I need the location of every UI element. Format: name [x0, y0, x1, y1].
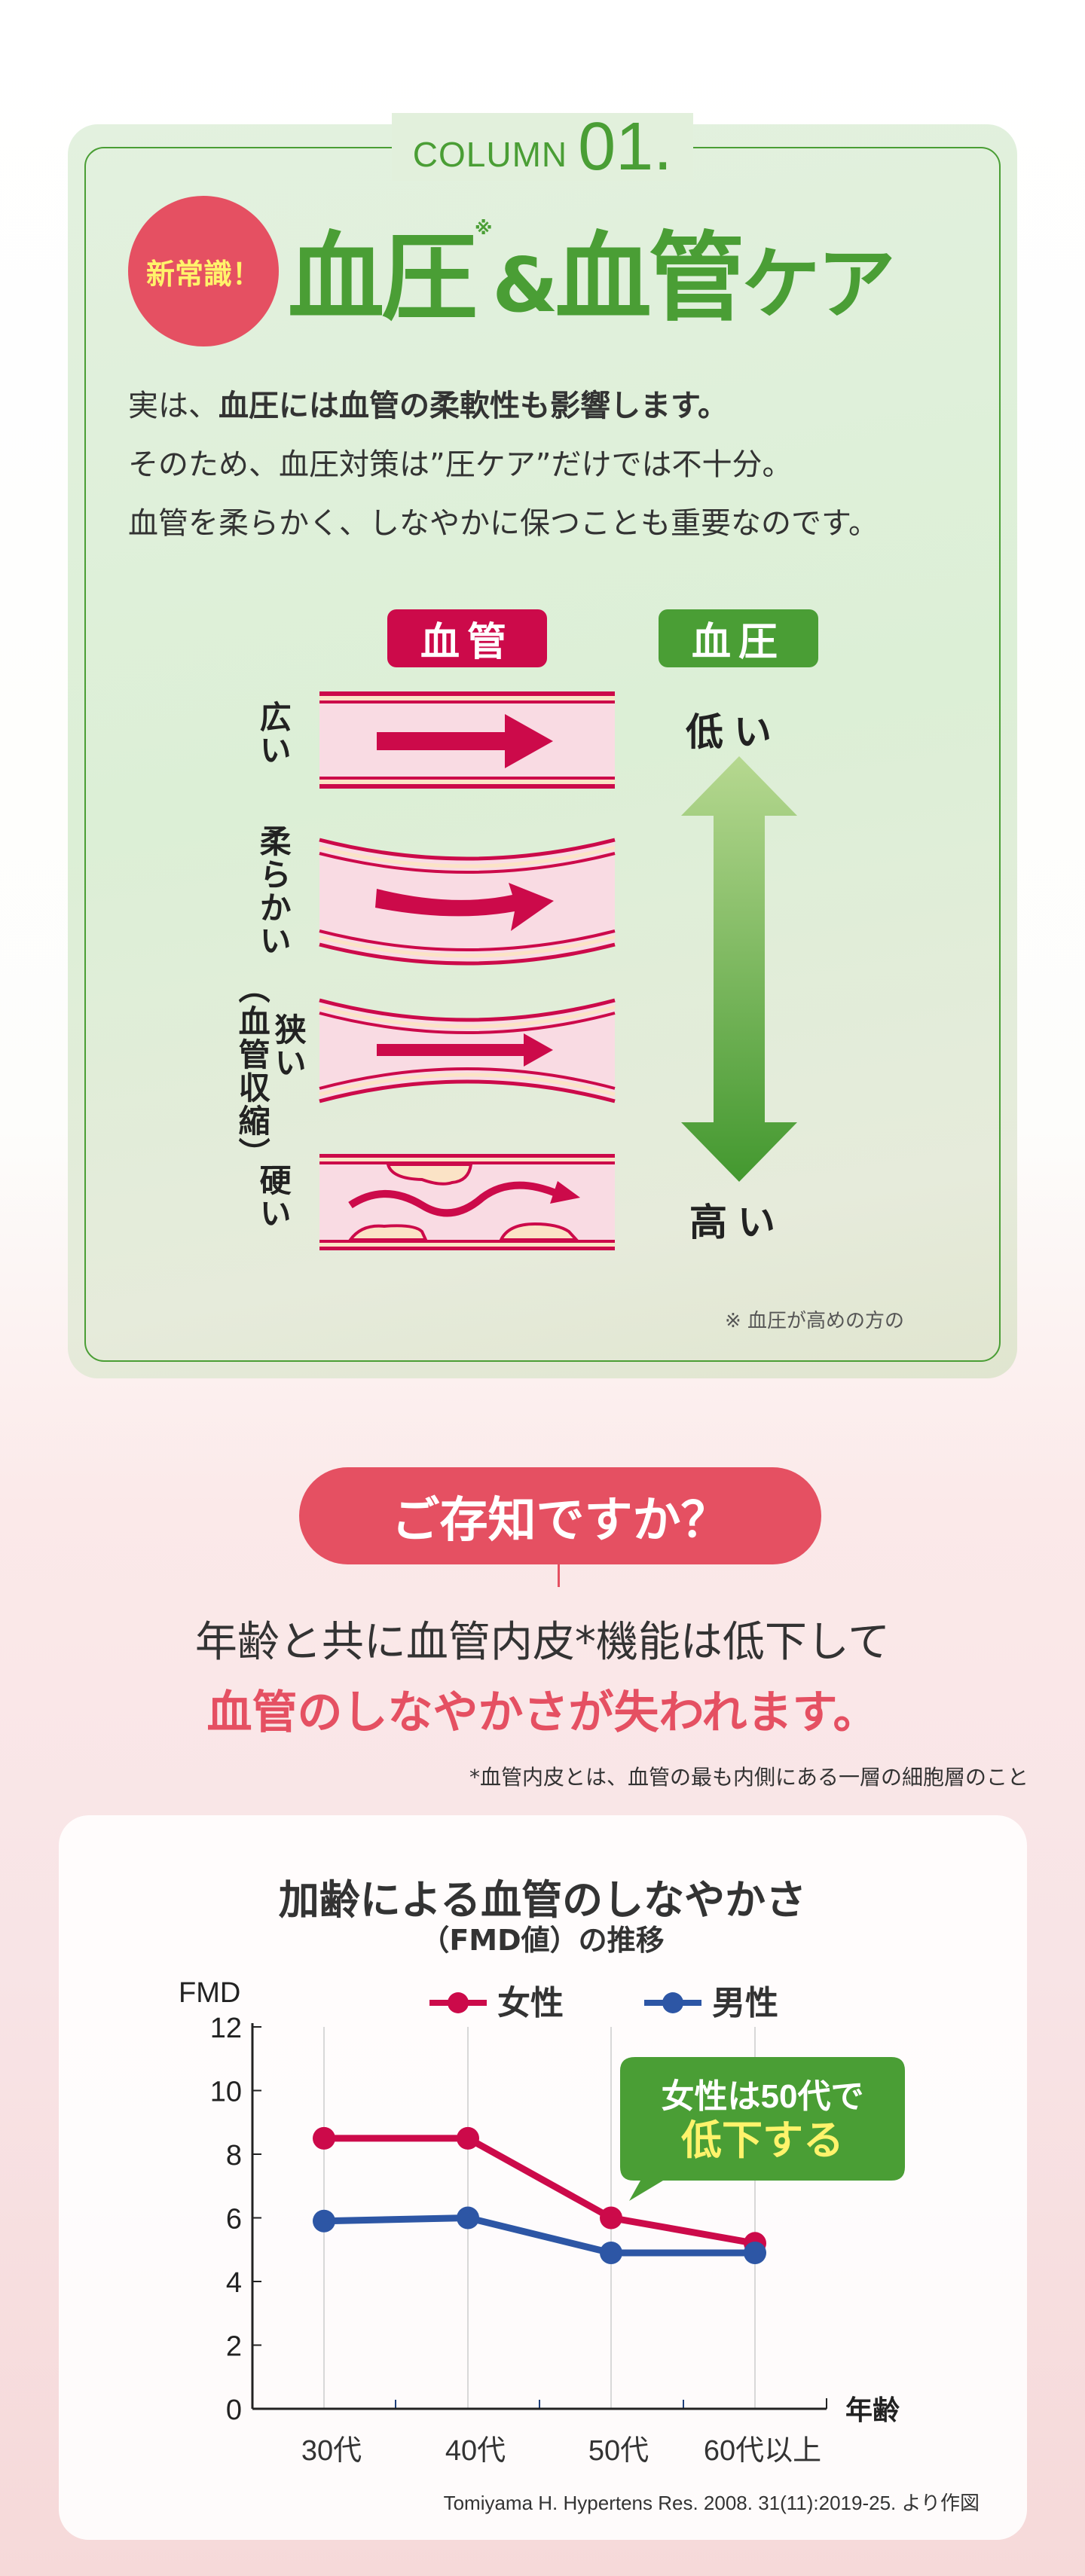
series-line: [324, 2135, 756, 2247]
x-tick-label: 30代: [301, 2435, 362, 2467]
new-common-sense-badge: 新常識！: [128, 196, 279, 346]
x-tick-label: 40代: [445, 2435, 506, 2467]
title-part-vessel: 血管: [555, 222, 745, 334]
legend-marker: [662, 1992, 683, 2013]
y-axis-label: FMD: [179, 1977, 240, 2009]
plaque-icon: [347, 1224, 429, 1241]
series-line: [323, 2214, 755, 2257]
plaque-icon: [498, 1222, 580, 1241]
legend-label: 女性: [497, 1985, 564, 2022]
message-line2: 血管のしなやかさが失われます。: [206, 1686, 879, 1739]
pressure-low: 低い: [686, 710, 782, 754]
title-part-bp: 血圧: [288, 222, 478, 334]
data-point: [313, 2126, 335, 2150]
vessel-narrow: [319, 998, 616, 1103]
badge-connector: [558, 1564, 560, 1587]
state-hard: 硬い: [255, 1164, 292, 1230]
vessel-diagram: [319, 691, 797, 1250]
state-constriction: （血管収縮）: [234, 972, 271, 1170]
column-number: 01.: [578, 109, 673, 185]
y-tick-label: 4: [226, 2267, 242, 2299]
pressure-high: 高い: [689, 1201, 786, 1244]
column-body: 実は、血圧には血管の柔軟性も影響します。 そのため、血圧対策は”圧ケア”だけでは…: [128, 377, 879, 553]
data-point: [313, 2209, 335, 2233]
legend-label: 男性: [712, 1985, 778, 2022]
annotation-line1: 女性は50代で: [662, 2078, 864, 2115]
x-tick-label: 60代以上: [704, 2435, 821, 2467]
footnote: *血管内皮とは、血管の最も内側にある一層の細胞層のこと: [469, 1765, 1028, 1790]
vessel-wide: [319, 691, 615, 789]
x-axis-label: 年齢: [845, 2394, 900, 2425]
annotation-callout: 女性は50代で 低下する: [620, 2057, 905, 2201]
vessel-label: 血管: [387, 609, 547, 667]
did-you-know-badge: ご存知ですか？: [299, 1467, 821, 1564]
body-line2: そのため、血圧対策は”圧ケア”だけでは不十分。: [128, 447, 793, 482]
y-tick-label: 2: [226, 2331, 242, 2363]
data-point: [457, 2206, 479, 2230]
y-tick-label: 12: [210, 2013, 242, 2044]
fmd-chart: FMD 年齢 女性 男性 30代 40代 50代 60代以上 0 2 4 6 8 10 12 女性は5…: [179, 1977, 905, 2467]
annotation-line2: 低下する: [681, 2118, 844, 2163]
vessel-hard: [319, 1154, 615, 1250]
chart-title: 加齢による血管のしなやかさ: [278, 1876, 807, 1924]
legend-marker: [448, 1992, 469, 2013]
body-line1-plain: 実は、: [128, 389, 219, 423]
chart-subtitle: （FMD値）の推移: [420, 1924, 665, 1957]
data-point: [744, 2241, 766, 2264]
column-heading: COLUMN 01.: [392, 113, 693, 181]
message-line1: 年齢と共に血管内皮*機能は低下して: [194, 1618, 891, 1667]
flow-arrow-icon: [377, 714, 553, 768]
y-tick-label: 0: [226, 2394, 242, 2426]
chart-legend: 女性 男性: [429, 1985, 778, 2022]
vessel-soft: [319, 838, 616, 966]
data-point: [457, 2126, 479, 2150]
flow-arrow-icon: [377, 1033, 553, 1067]
flow-arrow-icon: [348, 1181, 559, 1217]
body-line1-bold: 血圧には血管の柔軟性も影響します。: [219, 389, 728, 423]
data-point: [600, 2206, 622, 2230]
y-tick-label: 10: [210, 2077, 242, 2108]
y-tick-label: 6: [226, 2204, 242, 2236]
y-tick-label: 8: [226, 2140, 242, 2172]
title-amp: &: [492, 241, 558, 329]
state-narrow: 狭い: [270, 1013, 307, 1079]
plaque-icon: [386, 1163, 473, 1186]
data-point: [600, 2241, 622, 2264]
flow-arrow-icon: [375, 883, 554, 931]
column-title: 血圧※&血管ケア: [288, 218, 896, 332]
pressure-double-arrow-icon: [681, 756, 797, 1182]
state-wide: 広い: [255, 700, 292, 767]
pressure-label: 血圧: [659, 609, 818, 667]
pressure-note: ※ 血圧が高めの方の: [725, 1310, 905, 1332]
title-part-care: ケア: [741, 238, 896, 330]
chart-citation: Tomiyama H. Hypertens Res. 2008. 31(11):…: [443, 2492, 980, 2514]
title-note-mark: ※: [475, 218, 493, 239]
column-word: COLUMN: [412, 135, 568, 174]
state-soft: 柔らかい: [255, 825, 292, 957]
series-male: [313, 2206, 766, 2264]
x-tick-label: 50代: [588, 2435, 649, 2467]
body-line3: 血管を柔らかく、しなやかに保つことも重要なのです。: [128, 506, 879, 541]
